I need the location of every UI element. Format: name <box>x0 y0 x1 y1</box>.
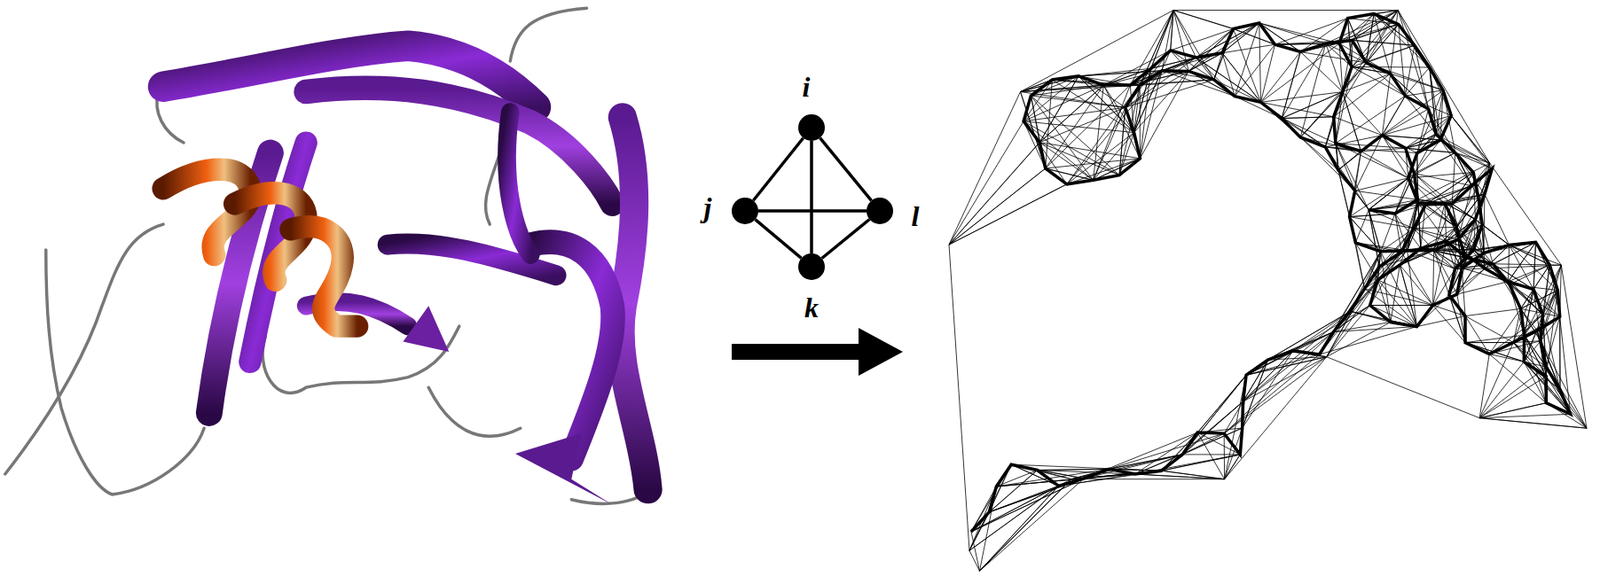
vertex-label: k <box>802 293 821 322</box>
protein-ribbon <box>0 0 692 576</box>
backbone-chain <box>971 14 1571 533</box>
graph-edge <box>752 138 803 202</box>
graph-vertex <box>866 197 894 225</box>
vertex-label: i <box>800 72 813 102</box>
graph-edge <box>758 209 867 213</box>
graph-edge <box>820 138 872 202</box>
graph-vertex <box>798 253 825 281</box>
graph-vertex <box>731 197 759 225</box>
graph-vertex <box>798 114 825 142</box>
contact-lines <box>949 10 1587 573</box>
graph-edge <box>822 219 871 259</box>
vertex-label: l <box>909 202 922 231</box>
graph-edge <box>754 219 801 259</box>
vertex-label: j <box>702 193 714 222</box>
graph-edge <box>809 141 814 254</box>
